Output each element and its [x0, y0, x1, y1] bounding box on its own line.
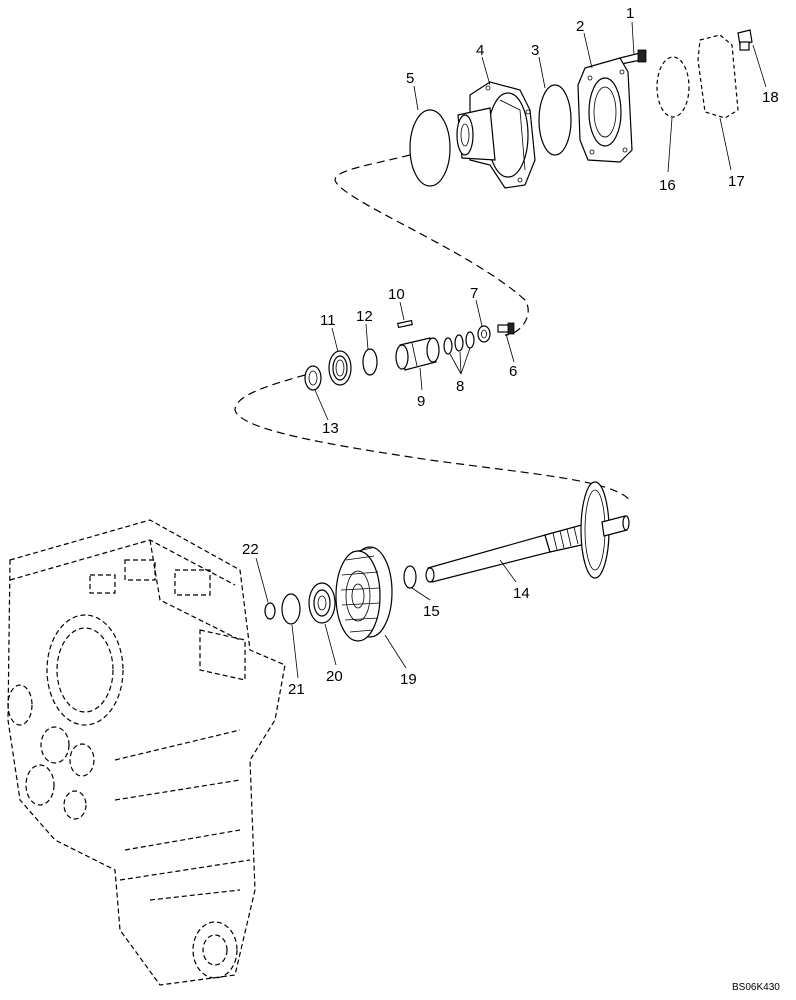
shaft-part-14 [425, 481, 630, 583]
callout-10: 10 [388, 286, 405, 303]
o-ring-part-5 [409, 109, 451, 187]
gear-part-19 [335, 546, 393, 642]
callout-11: 11 [320, 312, 336, 329]
snap-ring-part-21 [281, 593, 301, 625]
callout-16: 16 [659, 177, 676, 194]
callout-5: 5 [406, 70, 414, 87]
callout-18: 18 [762, 89, 779, 106]
bolt-part-1 [619, 49, 647, 65]
pump-housing-part-4 [456, 81, 536, 189]
ring-part-22 [264, 602, 276, 620]
bearing-part-11 [328, 350, 352, 386]
callout-20: 20 [326, 668, 343, 685]
assembly-centerline-upper [334, 154, 529, 336]
callout-19: 19 [400, 671, 417, 688]
callout-14: 14 [513, 585, 530, 602]
callout-21: 21 [288, 681, 305, 698]
reference-code: BS06K430 [732, 982, 780, 993]
cover-plate-part-17 [697, 34, 739, 119]
sleeve-part-9 [395, 337, 440, 371]
callout-17: 17 [728, 173, 745, 190]
o-ring-part-3 [538, 84, 572, 156]
flange-housing-part-2 [577, 57, 633, 163]
seal-rings-part-8 [443, 331, 475, 355]
snap-ring-part-15 [403, 565, 417, 589]
callout-9: 9 [417, 393, 425, 410]
bearing-part-20 [308, 582, 336, 624]
snap-ring-part-12 [362, 348, 378, 376]
callout-1: 1 [626, 5, 634, 22]
callout-15: 15 [423, 603, 440, 620]
callout-labels: 1 2 3 4 5 6 7 8 9 10 11 12 13 14 15 16 1… [242, 5, 779, 698]
washer-part-13 [304, 365, 322, 391]
bolt-part-6 [497, 322, 515, 335]
callout-13: 13 [322, 420, 339, 437]
callout-22: 22 [242, 541, 259, 558]
plug-part-18 [737, 29, 753, 51]
callout-8: 8 [456, 378, 464, 395]
washer-part-7 [477, 325, 491, 343]
pin-part-10 [397, 319, 413, 329]
gasket-part-16 [656, 56, 690, 118]
leader-lines [255, 21, 767, 679]
callout-7: 7 [470, 285, 478, 302]
assembly-centerline-middle [234, 374, 631, 501]
callout-2: 2 [576, 18, 584, 35]
callout-4: 4 [476, 42, 484, 59]
callout-6: 6 [509, 363, 517, 380]
callout-12: 12 [356, 308, 373, 325]
transmission-housing [7, 519, 286, 986]
callout-3: 3 [531, 42, 539, 59]
